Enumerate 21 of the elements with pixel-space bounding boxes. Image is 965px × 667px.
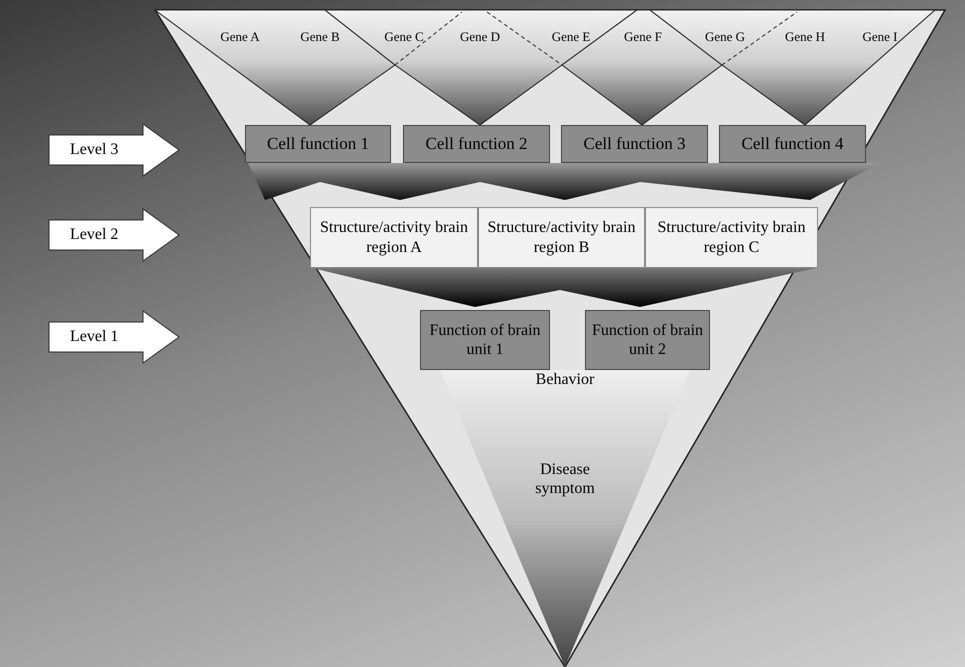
cell-function-box: Cell function 4 (719, 125, 866, 163)
behavior-text: Behavior (534, 370, 596, 390)
funnel-triangle (440, 370, 690, 667)
cell-function-box: Cell function 3 (561, 125, 708, 163)
gene-label: Gene G (704, 29, 746, 45)
brain-region-box: Structure/activity brain region C (645, 207, 818, 268)
gene-label: Gene D (460, 29, 500, 45)
brain-unit-box: Function of brain unit 2 (585, 310, 710, 370)
gene-label: Gene E (552, 29, 590, 45)
brain-unit-box: Function of brain unit 1 (420, 310, 550, 370)
gene-label: Gene C (384, 29, 424, 45)
gene-label: Gene B (300, 29, 340, 45)
symptom-text: Disease symptom (534, 460, 596, 498)
brain-region-box: Structure/activity brain region A (310, 207, 478, 268)
cell-function-box: Cell function 2 (403, 125, 550, 163)
cell-function-box: Cell function 1 (245, 125, 391, 163)
brain-region-box: Structure/activity brain region B (478, 207, 645, 268)
gene-label: Gene F (624, 29, 662, 45)
gene-label: Gene A (220, 29, 260, 45)
gene-label: Gene I (862, 29, 898, 45)
gene-label: Gene H (784, 29, 826, 45)
